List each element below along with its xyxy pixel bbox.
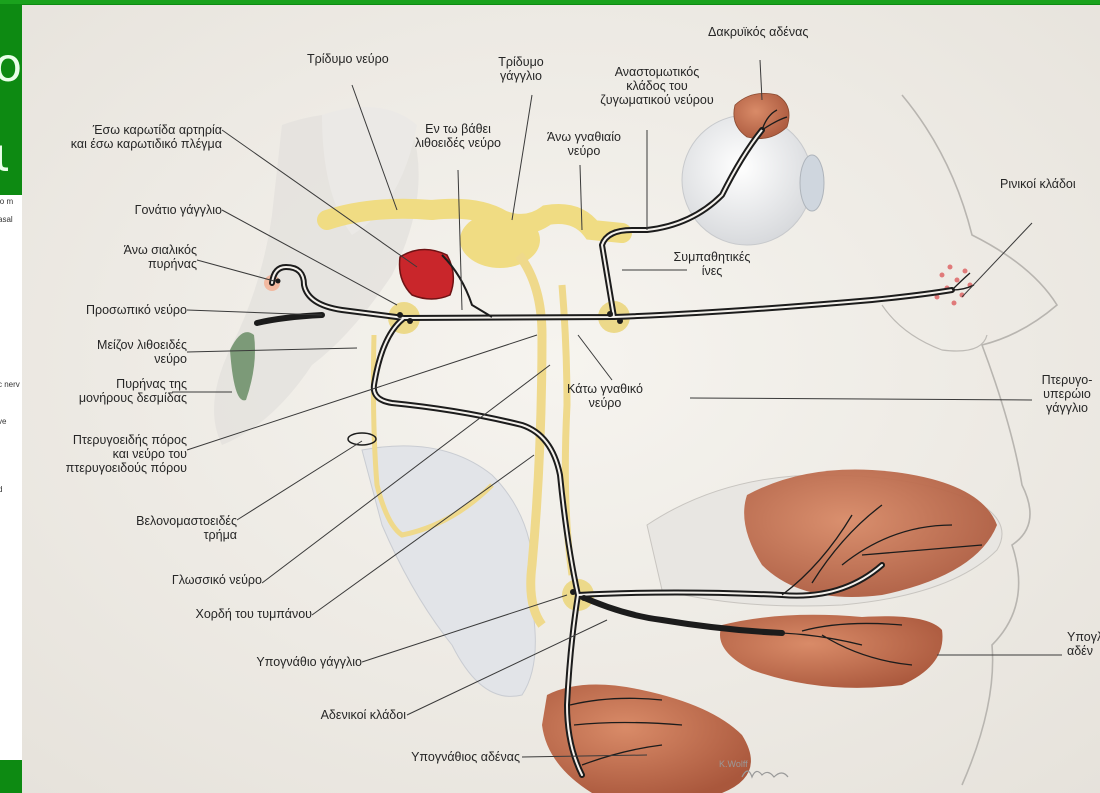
label-line: Μείζον λιθοειδές	[97, 338, 187, 352]
label-line: νεύρο	[567, 396, 643, 410]
slide-top-border	[0, 0, 1100, 4]
label-sympathetic-fibers: Συμπαθητικές ίνες	[674, 250, 751, 278]
label-line: γάγγλιο	[498, 69, 543, 83]
label-line: Άνω γναθιαίο	[547, 130, 621, 144]
label-line: Αναστομωτικός	[600, 65, 713, 79]
label-glandular-branches: Αδενικοί κλάδοι	[321, 708, 406, 722]
label-trigeminal-ganglion: Τρίδυμο γάγγλιο	[498, 55, 543, 83]
label-solitary-tract-nucleus: Πυρήνας της μονήρους δεσμίδας	[79, 377, 187, 405]
label-line: Κάτω γναθικό	[567, 382, 643, 396]
label-line: πτερυγοειδούς πόρου	[66, 461, 187, 475]
label-line: πυρήνας	[124, 257, 197, 271]
label-superior-salivary-nucleus: Άνω σιαλικός πυρήνας	[124, 243, 197, 271]
label-submandibular-ganglion: Υπογνάθιο γάγγλιο	[256, 655, 362, 669]
underlying-text-fragment: asal	[0, 215, 13, 224]
label-greater-petrosal-nerve: Μείζον λιθοειδές νεύρο	[97, 338, 187, 366]
trigeminal-ganglion	[460, 212, 540, 268]
label-line: νεύρο	[547, 144, 621, 158]
label-line: Άνω σιαλικός	[124, 243, 197, 257]
label-line: Πτερυγο-	[1042, 373, 1093, 387]
label-internal-carotid: Έσω καρωτίδα αρτηρία και έσω καρωτιδικό …	[71, 123, 222, 151]
label-line: λιθοειδές νεύρο	[415, 136, 501, 150]
label-line: μονήρους δεσμίδας	[79, 391, 187, 405]
slide-title-fragment-1: ο	[0, 42, 22, 88]
label-line: αδέν	[1067, 644, 1100, 658]
label-line: Τρίδυμο	[498, 55, 543, 69]
label-trigeminal-nerve: Τρίδυμο νεύρο	[307, 52, 389, 66]
label-line: ζυγωματικού νεύρου	[600, 93, 713, 107]
label-line: τρήμα	[136, 528, 237, 542]
label-lacrimal-gland: Δακρυϊκός αδένας	[708, 25, 808, 39]
label-maxillary-nerve: Άνω γναθιαίο νεύρο	[547, 130, 621, 158]
label-line: και έσω καρωτιδικό πλέγμα	[71, 137, 222, 151]
label-line: Συμπαθητικές	[674, 250, 751, 264]
label-pterygopalatine-ganglion: Πτερυγο- υπερώιο γάγγλιο	[1042, 373, 1093, 415]
label-stylomastoid-foramen: Βελονομαστοειδές τρήμα	[136, 514, 237, 542]
label-geniculate-ganglion: Γονάτιο γάγγλιο	[135, 203, 222, 217]
label-line: και νεύρο του	[66, 447, 187, 461]
label-line: Πτερυγοειδής πόρος	[66, 433, 187, 447]
underlying-text-fragment: d	[0, 485, 2, 494]
underlying-text-fragment: ve	[0, 417, 6, 426]
label-line: Έσω καρωτίδα αρτηρία	[71, 123, 222, 137]
label-line: Πυρήνας της	[79, 377, 187, 391]
label-nasal-branches: Ρινικοί κλάδοι	[1000, 177, 1076, 191]
underlying-text-fragment: c nerv	[0, 380, 20, 389]
label-line: Βελονομαστοειδές	[136, 514, 237, 528]
label-deep-petrosal: Εν τω βάθει λιθοειδές νεύρο	[415, 122, 501, 150]
label-line: ίνες	[674, 264, 751, 278]
cornea	[800, 155, 824, 211]
label-line: υπερώιο	[1042, 387, 1093, 401]
label-line: Υπογλ	[1067, 630, 1100, 644]
label-line: κλάδος του	[600, 79, 713, 93]
underlying-text-fragment: lo m	[0, 197, 13, 206]
label-line: νεύρο	[97, 352, 187, 366]
label-line: γάγγλιο	[1042, 401, 1093, 415]
label-pterygoid-canal: Πτερυγοειδής πόρος και νεύρο του πτερυγο…	[66, 433, 187, 475]
label-submandibular-gland: Υπογνάθιος αδένας	[411, 750, 520, 764]
label-chorda-tympani: Χορδή του τυμπάνου	[196, 607, 313, 621]
label-line: Εν τω βάθει	[415, 122, 501, 136]
artist-signature: K.Wolff	[719, 757, 748, 771]
label-mandibular-nerve: Κάτω γναθικό νεύρο	[567, 382, 643, 410]
label-anastomotic-branch: Αναστομωτικός κλάδος του ζυγωματικού νεύ…	[600, 65, 713, 107]
slide-title-fragment-2: ι	[0, 132, 10, 178]
label-sublingual-gland: Υπογλ αδέν	[1067, 630, 1100, 658]
label-facial-nerve: Προσωπικό νεύρο	[86, 303, 187, 317]
label-lingual-nerve: Γλωσσικό νεύρο	[172, 573, 262, 587]
anatomy-illustration-photo: Τρίδυμο νεύρο Τρίδυμο γάγγλιο Δακρυϊκός …	[22, 5, 1100, 793]
